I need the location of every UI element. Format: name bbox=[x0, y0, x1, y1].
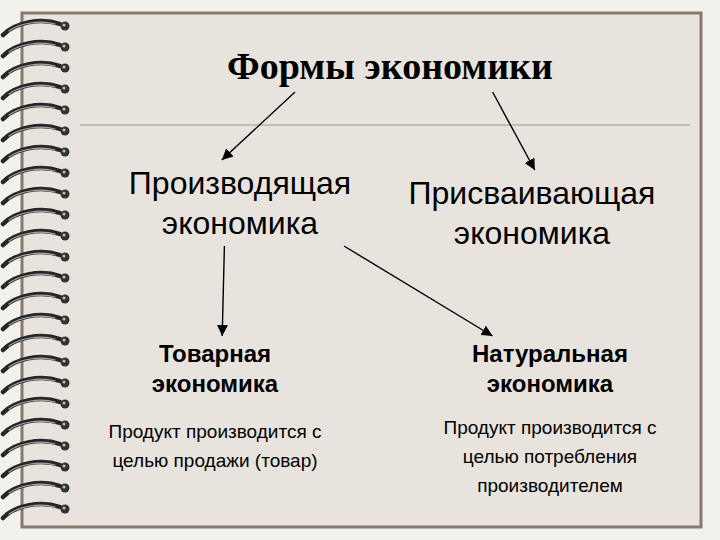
spiral-ring bbox=[3, 441, 70, 455]
arrow-connector bbox=[222, 92, 295, 160]
spiral-ring bbox=[3, 189, 70, 203]
diagram-title: Формы экономики bbox=[204, 43, 576, 89]
spiral-ring bbox=[3, 42, 70, 56]
category-label: Производящая экономика bbox=[114, 163, 366, 243]
spiral-ring bbox=[3, 21, 70, 35]
definition-text: Продукт производится с целью продажи (то… bbox=[99, 417, 331, 475]
arrow-connector bbox=[222, 246, 224, 336]
arrow-connector bbox=[344, 246, 493, 336]
spiral-ring bbox=[3, 462, 70, 476]
definition-text: Продукт производится с целью потребления… bbox=[429, 413, 671, 500]
spiral-ring bbox=[3, 147, 70, 161]
rule-line bbox=[80, 124, 690, 126]
type-heading: Товарная экономика bbox=[99, 339, 331, 399]
spiral-ring bbox=[3, 420, 70, 434]
type-heading: Натуральная экономика bbox=[429, 339, 671, 399]
spiral-ring bbox=[3, 504, 70, 518]
concept-box: Формы экономики bbox=[200, 40, 580, 92]
spiral-ring bbox=[3, 483, 70, 497]
arrow-connector bbox=[493, 92, 535, 170]
spiral-ring bbox=[3, 105, 70, 119]
spiral-ring bbox=[3, 357, 70, 371]
spiral-ring bbox=[3, 252, 70, 266]
spiral-ring bbox=[3, 315, 70, 329]
spiral-ring bbox=[3, 336, 70, 350]
spiral-ring bbox=[3, 84, 70, 98]
concept-box: Товарная экономикаПродукт производится с… bbox=[95, 336, 335, 478]
spiral-ring bbox=[3, 63, 70, 77]
spiral-ring bbox=[3, 231, 70, 245]
spiral-ring bbox=[3, 294, 70, 308]
concept-box: Производящая экономика bbox=[110, 160, 370, 246]
spiral-binding bbox=[3, 21, 70, 518]
category-label: Присваивающая экономика bbox=[396, 173, 668, 253]
notebook-page bbox=[22, 13, 701, 527]
spiral-ring bbox=[3, 210, 70, 224]
concept-box: Натуральная экономикаПродукт производитс… bbox=[425, 336, 675, 503]
concept-box: Присваивающая экономика bbox=[392, 170, 672, 256]
spiral-ring bbox=[3, 273, 70, 287]
spiral-ring bbox=[3, 399, 70, 413]
spiral-ring bbox=[3, 168, 70, 182]
spiral-ring bbox=[3, 378, 70, 392]
spiral-ring bbox=[3, 126, 70, 140]
